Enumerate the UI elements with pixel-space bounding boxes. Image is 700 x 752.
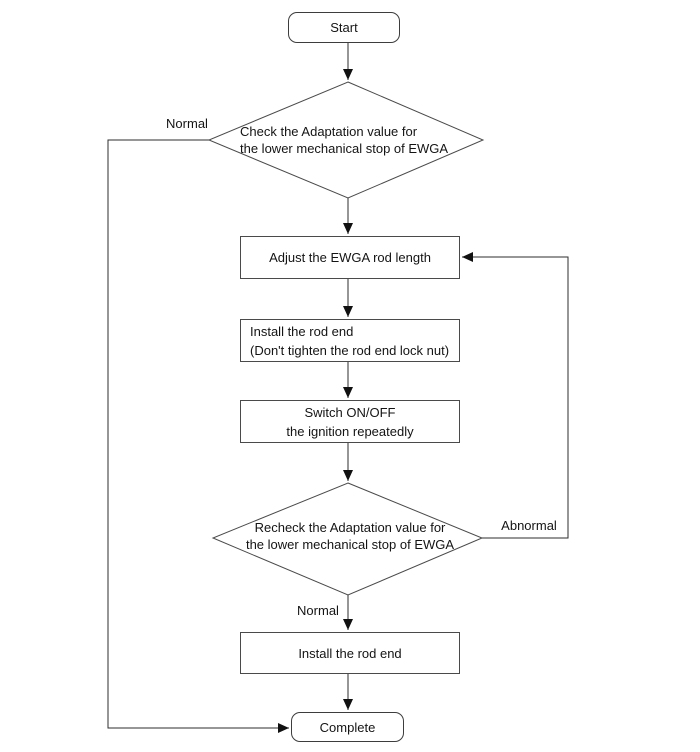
decision-check-line1: Check the Adaptation value for: [240, 124, 418, 139]
decision-recheck-label: Recheck the Adaptation value for the low…: [228, 519, 472, 553]
node-install-rod-end-final-label: Install the rod end: [298, 645, 402, 661]
decision-check-label: Check the Adaptation value for the lower…: [240, 123, 462, 157]
node-start-label: Start: [330, 20, 358, 35]
decision-check-line2: the lower mechanical stop of EWGA: [240, 141, 449, 156]
node-complete: Complete: [291, 712, 404, 742]
node-install-rod-end-loose-line1: Install the rod end: [250, 323, 354, 339]
node-install-rod-end-final: Install the rod end: [240, 632, 460, 674]
node-adjust-rod-length-label: Adjust the EWGA rod length: [269, 250, 431, 265]
node-start: Start: [288, 12, 400, 43]
node-switch-ignition-line1: Switch ON/OFF: [304, 404, 396, 420]
edge-label-normal-left: Normal: [166, 116, 208, 131]
decision-recheck-line2: the lower mechanical stop of EWGA: [245, 537, 455, 552]
node-switch-ignition: Switch ON/OFF the ignition repeatedly: [240, 400, 460, 443]
node-install-rod-end-loose-line2: (Don't tighten the rod end lock nut): [250, 342, 450, 358]
decision-recheck-line1: Recheck the Adaptation value for: [254, 520, 446, 535]
node-adjust-rod-length: Adjust the EWGA rod length: [240, 236, 460, 279]
edge-abnormal-feedback-to-adjust: [462, 252, 569, 539]
node-complete-label: Complete: [319, 719, 376, 735]
node-install-rod-end-loose: Install the rod end (Don't tighten the r…: [240, 319, 460, 362]
edge-normal-bypass-to-complete: [107, 139, 289, 733]
edge-label-normal-bottom: Normal: [297, 603, 339, 618]
edge-label-abnormal-right: Abnormal: [501, 518, 557, 533]
node-switch-ignition-line2: the ignition repeatedly: [286, 423, 414, 439]
